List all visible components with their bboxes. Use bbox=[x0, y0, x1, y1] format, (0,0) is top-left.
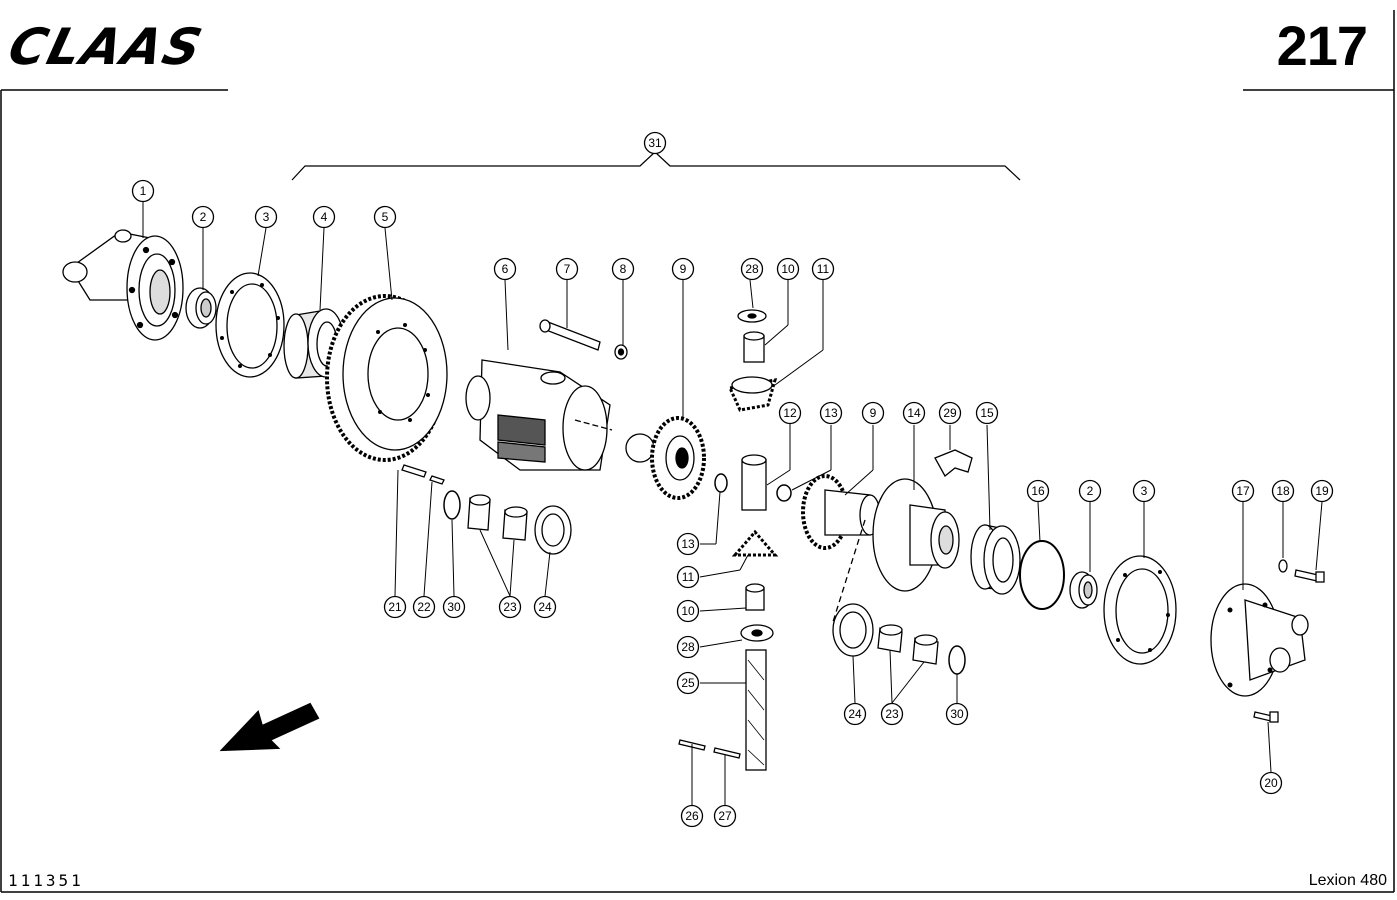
part-11-pinion-gear-lower bbox=[731, 529, 779, 557]
part-28-thrust-washer-lower bbox=[740, 624, 774, 642]
part-23-bearing-cups-right bbox=[877, 624, 939, 665]
part-19-bolt bbox=[1294, 569, 1325, 583]
callout-3: 3 bbox=[263, 210, 270, 224]
callout-23-right: 23 bbox=[885, 707, 899, 721]
callout-27: 27 bbox=[718, 809, 732, 823]
part-7-long-bolt bbox=[539, 319, 601, 351]
callout-30: 30 bbox=[447, 600, 461, 614]
page-number: 217 bbox=[1276, 14, 1368, 77]
callout-29: 29 bbox=[943, 406, 957, 420]
part-23-bearing-cups bbox=[467, 494, 528, 541]
callout-19: 19 bbox=[1315, 484, 1329, 498]
part-1-flange-housing bbox=[62, 229, 184, 341]
part-28-thrust-washer bbox=[737, 309, 767, 323]
part-16-o-ring bbox=[1019, 540, 1065, 610]
part-29-clip bbox=[934, 449, 973, 477]
callout-24: 24 bbox=[538, 600, 552, 614]
callout-11: 11 bbox=[817, 262, 830, 276]
callout-2-right: 2 bbox=[1087, 484, 1094, 498]
part-3-gasket-right bbox=[1103, 555, 1177, 665]
callout-2: 2 bbox=[200, 210, 207, 224]
callout-17: 17 bbox=[1236, 484, 1250, 498]
part-24-shim bbox=[534, 505, 572, 555]
sheet-border bbox=[0, 10, 1395, 893]
callout-28: 28 bbox=[745, 262, 759, 276]
part-5-ring-gear bbox=[325, 294, 448, 462]
part-2-shaft-seal bbox=[185, 287, 217, 329]
callout-23: 23 bbox=[503, 600, 517, 614]
part-11-pinion-gear bbox=[727, 376, 778, 412]
callout-7: 7 bbox=[564, 262, 571, 276]
callout-10-lower: 10 bbox=[681, 604, 695, 618]
callout-4: 4 bbox=[321, 210, 328, 224]
part-10-bushing-lower bbox=[745, 583, 765, 611]
callout-13-lower: 13 bbox=[681, 537, 695, 551]
part-18-washer bbox=[1278, 559, 1288, 573]
part-24-shim-right bbox=[832, 603, 874, 657]
leader-lines bbox=[142, 202, 1323, 805]
callout-15: 15 bbox=[980, 406, 994, 420]
callout-10: 10 bbox=[781, 262, 795, 276]
callout-12: 12 bbox=[783, 406, 797, 420]
part-30-snap-ring bbox=[443, 490, 461, 520]
document-number: 111351 bbox=[8, 871, 84, 890]
callout-9: 9 bbox=[680, 262, 687, 276]
part-6-differential-housing bbox=[465, 359, 613, 471]
part-2-shaft-seal-right bbox=[1069, 571, 1098, 609]
part-9-side-gear-right bbox=[801, 474, 881, 550]
callout-3-right: 3 bbox=[1141, 484, 1148, 498]
part-13-circlip bbox=[714, 473, 792, 502]
callout-circles bbox=[131, 131, 1334, 828]
part-9-side-gear bbox=[625, 416, 706, 500]
part-25-shaft bbox=[745, 649, 767, 771]
callout-13: 13 bbox=[824, 406, 838, 420]
direction-arrow-icon bbox=[219, 702, 320, 752]
part-3-gasket bbox=[215, 272, 285, 378]
assembly-bracket bbox=[291, 151, 1021, 181]
callout-18: 18 bbox=[1276, 484, 1290, 498]
callout-30-right: 30 bbox=[950, 707, 964, 721]
part-10-bushing bbox=[743, 331, 765, 363]
part-8-nut bbox=[614, 344, 628, 360]
callout-8: 8 bbox=[620, 262, 627, 276]
callout-25: 25 bbox=[681, 676, 695, 690]
part-21-22-pins bbox=[401, 464, 445, 485]
callout-9-right: 9 bbox=[870, 406, 877, 420]
part-14-flange-carrier bbox=[831, 478, 960, 626]
part-30-snap-ring-right bbox=[948, 645, 966, 675]
part-15-bearing bbox=[970, 524, 1021, 595]
callout-14: 14 bbox=[907, 406, 921, 420]
part-17-flange-housing-right bbox=[1210, 583, 1309, 697]
callout-28-lower: 28 bbox=[681, 640, 695, 654]
callout-5: 5 bbox=[382, 210, 389, 224]
callout-24-right: 24 bbox=[848, 707, 862, 721]
part-12-cross-pin bbox=[741, 454, 767, 511]
callout-16: 16 bbox=[1031, 484, 1045, 498]
callout-26: 26 bbox=[685, 809, 699, 823]
callout-22: 22 bbox=[417, 600, 431, 614]
part-26-27-roll-pins bbox=[678, 739, 741, 759]
model-name: Lexion 480 bbox=[1308, 872, 1387, 889]
callout-1: 1 bbox=[140, 184, 147, 198]
callout-11-lower: 11 bbox=[682, 570, 695, 584]
callout-labels: 31 1 2 3 4 5 6 7 8 9 28 10 11 12 13 9 14… bbox=[140, 136, 1329, 823]
callout-6: 6 bbox=[502, 262, 509, 276]
part-20-bolt bbox=[1253, 711, 1279, 723]
callout-21: 21 bbox=[388, 600, 402, 614]
callout-31: 31 bbox=[648, 136, 662, 150]
callout-20: 20 bbox=[1264, 776, 1278, 790]
